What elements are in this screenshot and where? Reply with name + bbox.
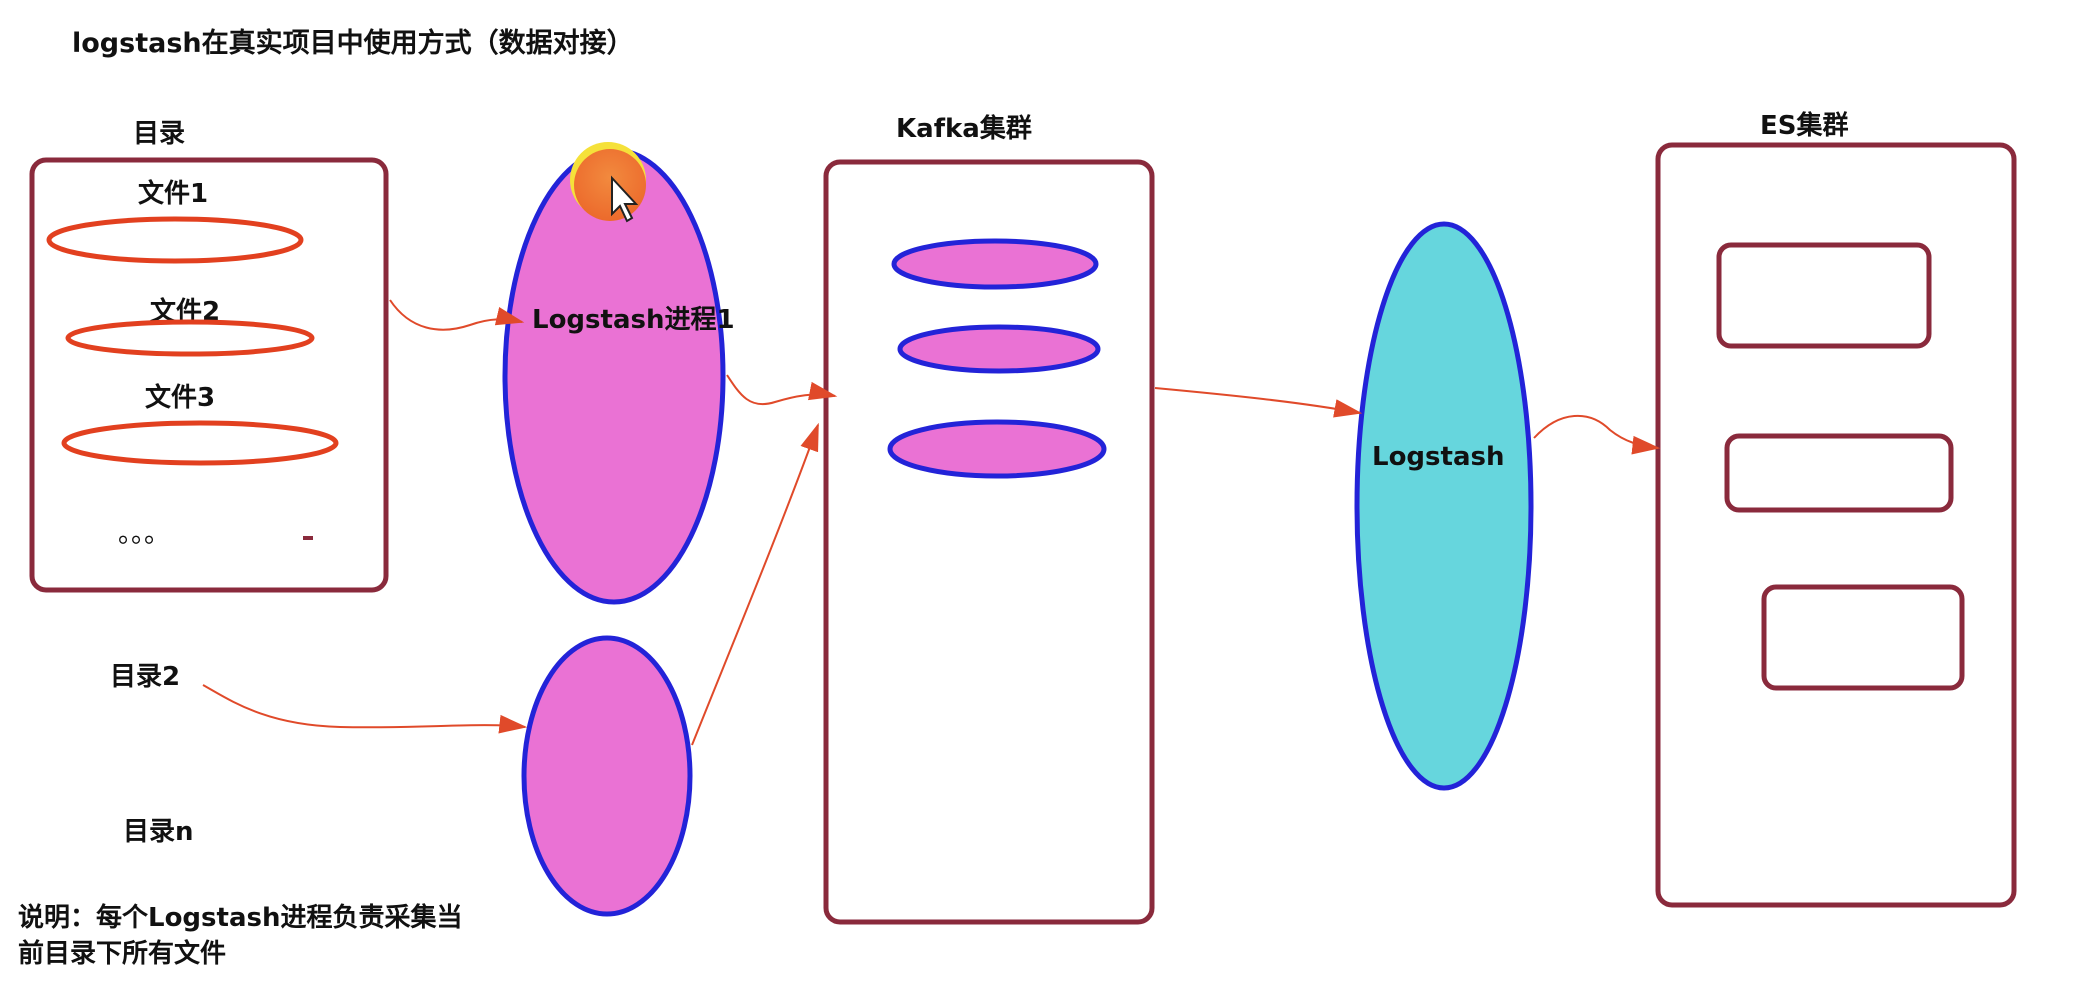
note-line-2: 前目录下所有文件 — [18, 938, 226, 969]
arrow-directory2-to-logstash2 — [202, 684, 528, 734]
file-2-ellipse — [65, 319, 315, 357]
note-line-1: 说明：每个Logstash进程负责采集当 — [18, 902, 462, 933]
es-node-2 — [1724, 433, 1954, 513]
directory-2-label: 目录2 — [110, 662, 180, 692]
arrow-logstash1-to-kafka — [726, 374, 838, 406]
page-title: logstash在真实项目中使用方式（数据对接） — [72, 27, 634, 59]
kafka-cluster-label: Kafka集群 — [896, 113, 1032, 144]
kafka-partition-2 — [897, 324, 1101, 374]
kafka-cluster-box — [823, 159, 1155, 925]
kafka-partition-1 — [891, 238, 1099, 290]
mouse-pointer-icon — [611, 175, 639, 223]
es-cluster-box — [1655, 142, 2017, 908]
kafka-partition-3 — [887, 419, 1107, 479]
arrow-kafka-to-logstash — [1154, 387, 1363, 418]
es-node-3 — [1761, 584, 1965, 691]
directory-label: 目录 — [133, 119, 185, 149]
directory-n-label: 目录n — [123, 817, 194, 847]
es-node-1 — [1716, 242, 1932, 349]
es-cluster-label: ES集群 — [1760, 110, 1849, 141]
arrow-directory-to-logstash1 — [389, 299, 525, 331]
file-3-label: 文件3 — [145, 382, 215, 413]
file-1-label: 文件1 — [138, 178, 208, 209]
cursor-highlight — [574, 149, 646, 221]
directory-box — [29, 157, 389, 593]
more-files-ellipsis: 。。。 — [118, 519, 170, 549]
logstash-process-1-label: Logstash进程1 — [532, 305, 735, 335]
logstash-process-2-node — [521, 635, 693, 917]
file-1-ellipse — [46, 216, 304, 264]
logstash-consumer-node — [1354, 221, 1534, 791]
logstash-consumer-label: Logstash — [1372, 442, 1504, 472]
arrow-logstash2-to-kafka — [691, 422, 819, 746]
arrow-logstash-to-es — [1533, 415, 1661, 455]
file-3-ellipse — [61, 420, 339, 466]
